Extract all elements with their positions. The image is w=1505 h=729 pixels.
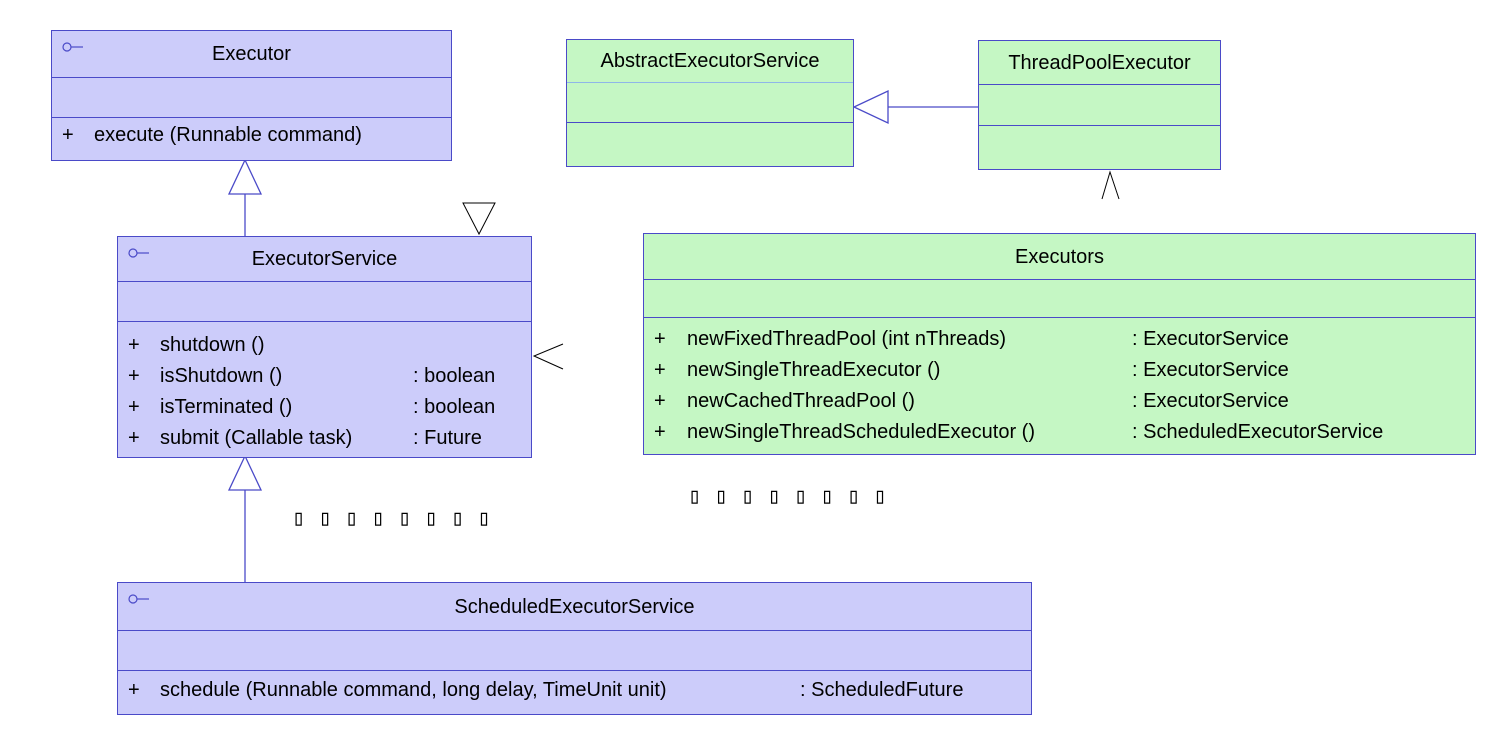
operation-row: + submit (Callable task) : Future xyxy=(118,427,531,458)
operation-signature: isTerminated () xyxy=(160,396,293,418)
operation-return-type: : ExecutorService xyxy=(1132,390,1289,412)
operation-return-type: : ScheduledExecutorService xyxy=(1132,421,1384,443)
generalization-arrowhead xyxy=(227,158,263,195)
class-name: ThreadPoolExecutor xyxy=(1008,52,1191,74)
visibility-marker: + xyxy=(654,390,666,412)
scheduled-executorservice-header: ScheduledExecutorService xyxy=(118,583,1031,631)
operation-row: + isShutdown () : boolean xyxy=(118,365,531,396)
operation-signature: execute (Runnable command) xyxy=(94,124,362,146)
class-name: ExecutorService xyxy=(251,248,398,270)
interface-icon xyxy=(62,42,83,52)
class-name: Executor xyxy=(212,43,291,65)
operation-return-type: : ExecutorService xyxy=(1132,328,1289,350)
operation-row: + shutdown () xyxy=(118,334,531,365)
operation-return-type: : boolean xyxy=(413,365,496,387)
operation-signature: newCachedThreadPool () xyxy=(687,390,915,412)
operation-signature: shutdown () xyxy=(160,334,265,356)
visibility-marker: + xyxy=(654,359,666,381)
operation-return-type: : ExecutorService xyxy=(1132,359,1289,381)
executors-class: Executors + newFixedThreadPool (int nThr… xyxy=(643,233,1476,455)
dependency-arrowhead xyxy=(1101,170,1120,200)
operation-row: + isTerminated () : boolean xyxy=(118,396,531,427)
operation-row: + execute (Runnable command) xyxy=(52,124,451,155)
scheduled-executorservice-interface: ScheduledExecutorService + schedule (Run… xyxy=(117,582,1032,715)
class-name: Executors xyxy=(1015,246,1104,268)
visibility-marker: + xyxy=(128,679,140,701)
operations-compartment: + shutdown () + isShutdown () : boolean … xyxy=(118,322,531,458)
operation-signature: newSingleThreadScheduledExecutor () xyxy=(687,421,1035,443)
executorservice-header: ExecutorService xyxy=(118,237,531,282)
attributes-compartment xyxy=(979,85,1220,126)
annotation-left: ▯ ▯ ▯ ▯ ▯ ▯ ▯ ▯ xyxy=(292,506,491,531)
operations-compartment: + newFixedThreadPool (int nThreads) : Ex… xyxy=(644,318,1475,452)
executorservice-interface: ExecutorService + shutdown () + isShutdo… xyxy=(117,236,532,458)
operation-return-type: : Future xyxy=(413,427,482,449)
executor-header: Executor xyxy=(52,31,451,78)
abstract-executorservice-header: AbstractExecutorService xyxy=(567,40,853,83)
visibility-marker: + xyxy=(62,124,74,146)
visibility-marker: + xyxy=(128,334,140,356)
realization-arrowhead xyxy=(462,202,496,236)
visibility-marker: + xyxy=(128,396,140,418)
operation-row: + newFixedThreadPool (int nThreads) : Ex… xyxy=(644,328,1475,359)
executor-interface: Executor + execute (Runnable command) xyxy=(51,30,452,161)
generalization-arrowhead xyxy=(852,89,889,125)
attributes-compartment xyxy=(644,280,1475,318)
threadpoolexecutor-header: ThreadPoolExecutor xyxy=(979,41,1220,85)
attributes-compartment xyxy=(567,83,853,123)
annotation-right: ▯ ▯ ▯ ▯ ▯ ▯ ▯ ▯ xyxy=(688,484,887,509)
operation-return-type: : ScheduledFuture xyxy=(800,679,964,701)
attributes-compartment xyxy=(118,282,531,322)
operation-signature: newSingleThreadExecutor () xyxy=(687,359,941,381)
operations-compartment: + execute (Runnable command) xyxy=(52,118,451,155)
operation-signature: schedule (Runnable command, long delay, … xyxy=(160,679,667,701)
attributes-compartment xyxy=(52,78,451,118)
operation-row: + newCachedThreadPool () : ExecutorServi… xyxy=(644,390,1475,421)
class-name: AbstractExecutorService xyxy=(600,50,820,72)
operation-row: + newSingleThreadScheduledExecutor () : … xyxy=(644,421,1475,452)
operation-return-type: : boolean xyxy=(413,396,496,418)
threadpoolexecutor-class: ThreadPoolExecutor xyxy=(978,40,1221,170)
visibility-marker: + xyxy=(654,328,666,350)
abstract-executorservice-class: AbstractExecutorService xyxy=(566,39,854,167)
class-name: ScheduledExecutorService xyxy=(454,596,695,618)
visibility-marker: + xyxy=(128,365,140,387)
generalization-arrowhead xyxy=(227,454,263,491)
operation-row: + newSingleThreadExecutor () : ExecutorS… xyxy=(644,359,1475,390)
attributes-compartment xyxy=(118,631,1031,671)
dependency-arrowhead xyxy=(532,343,564,370)
operations-compartment: + schedule (Runnable command, long delay… xyxy=(118,671,1031,710)
visibility-marker: + xyxy=(654,421,666,443)
interface-icon xyxy=(128,594,149,604)
operation-signature: newFixedThreadPool (int nThreads) xyxy=(687,328,1007,350)
operation-signature: submit (Callable task) xyxy=(160,427,353,449)
interface-icon xyxy=(128,248,149,258)
visibility-marker: + xyxy=(128,427,140,449)
operation-row: + schedule (Runnable command, long delay… xyxy=(118,679,1031,710)
executors-header: Executors xyxy=(644,234,1475,280)
operation-signature: isShutdown () xyxy=(160,365,283,387)
